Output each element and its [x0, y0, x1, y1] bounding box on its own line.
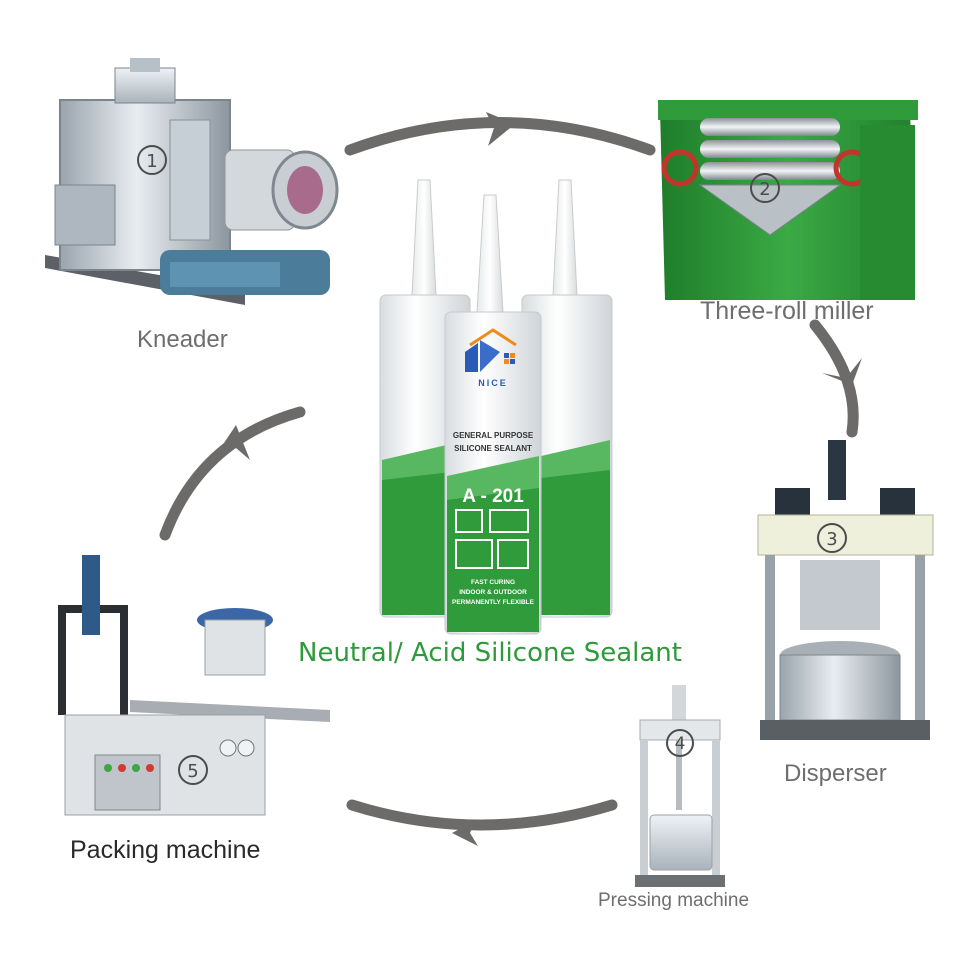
arrow-packing-to-kneader	[159, 406, 306, 541]
disperser-machine	[757, 440, 934, 740]
step-3-number-badge	[817, 523, 847, 553]
step-2-label: Three-roll miller	[700, 297, 874, 325]
three-roll-miller-machine	[658, 100, 918, 300]
arrowhead-up-icon	[216, 425, 250, 460]
tube-feature-3: PERMANENTLY FLEXIBLE	[452, 599, 535, 606]
sealant-tube-front	[444, 194, 542, 635]
tube-line2-text: SILICONE SEALANT	[454, 444, 532, 453]
arrowhead-left-icon	[452, 820, 478, 846]
step-4-number: 4	[675, 734, 686, 754]
step-1-number: 1	[146, 151, 157, 172]
packing-machine	[58, 555, 330, 816]
step-3-number: 3	[826, 529, 837, 550]
tube-brand-text: NICE	[478, 378, 508, 388]
miller-wheel-left	[661, 149, 699, 187]
step-5-number: 5	[187, 761, 198, 782]
tube-feature-2: INDOOR & OUTDOOR	[459, 589, 527, 596]
tube-feature-1: FAST CURING	[471, 579, 515, 586]
step-5-label: Packing machine	[70, 836, 261, 864]
arrow-heads	[216, 112, 862, 846]
step-5-number-badge	[178, 755, 208, 785]
step-2-number: 2	[759, 179, 770, 200]
arrowhead-down-icon	[822, 358, 862, 385]
step-1-label: Kneader	[137, 326, 228, 353]
step-2-number-badge	[750, 173, 780, 203]
nice-logo-icon	[465, 328, 517, 372]
product-title: Neutral/ Acid Silicone Sealant	[298, 638, 682, 668]
step-4-number-badge	[666, 729, 694, 757]
tube-line1-text: GENERAL PURPOSE	[453, 431, 534, 440]
pressing-machine	[635, 685, 725, 887]
step-1-number-badge	[137, 145, 167, 175]
step-4-label: Pressing machine	[598, 890, 750, 911]
step-3-label: Disperser	[784, 760, 887, 787]
arrow-disperser-to-pressing	[346, 799, 618, 831]
kneader-machine	[45, 58, 339, 305]
arrowhead-right-icon	[486, 112, 515, 146]
tube-model-text: A - 201	[462, 486, 524, 507]
